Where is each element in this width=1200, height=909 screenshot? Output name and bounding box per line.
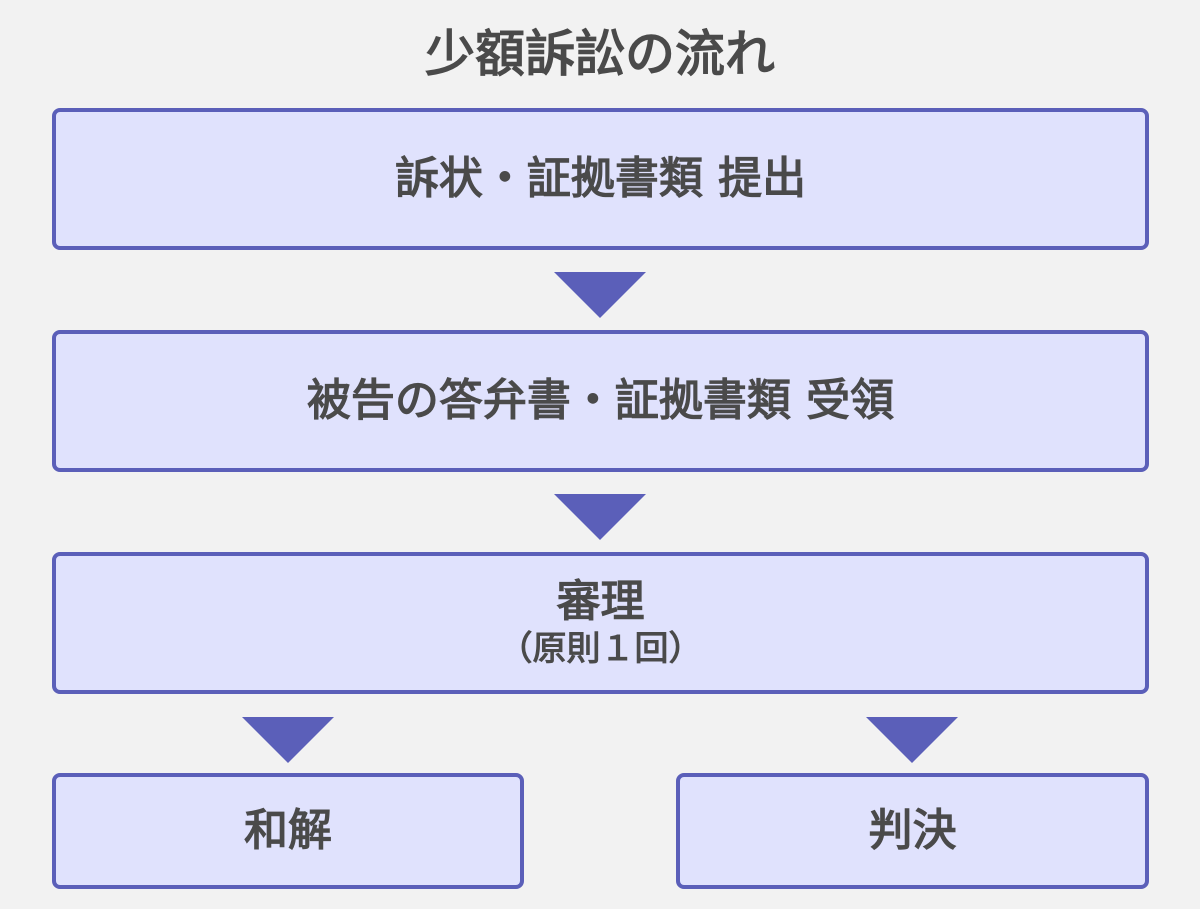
step-hearing-sublabel: （原則１回） xyxy=(498,629,703,669)
outcome-settlement: 和解 xyxy=(52,773,524,889)
diagram-title: 少額訴訟の流れ xyxy=(425,25,775,83)
step-hearing: 審理 （原則１回） xyxy=(52,552,1149,694)
step-submit-complaint: 訴状・証拠書類 提出 xyxy=(52,108,1149,250)
outcome-judgment-label: 判決 xyxy=(868,804,957,856)
outcome-settlement-label: 和解 xyxy=(244,804,332,856)
outcome-judgment: 判決 xyxy=(676,773,1149,889)
step-receive-answer: 被告の答弁書・証拠書類 受領 xyxy=(52,330,1149,472)
step-submit-complaint-label: 訴状・証拠書類 提出 xyxy=(394,152,807,204)
triangle-down-icon xyxy=(554,272,646,318)
triangle-down-icon xyxy=(866,717,958,763)
step-hearing-label: 審理 xyxy=(556,576,645,628)
step-receive-answer-label: 被告の答弁書・証拠書類 受領 xyxy=(306,374,895,426)
triangle-down-icon xyxy=(242,717,334,763)
triangle-down-icon xyxy=(554,494,646,540)
